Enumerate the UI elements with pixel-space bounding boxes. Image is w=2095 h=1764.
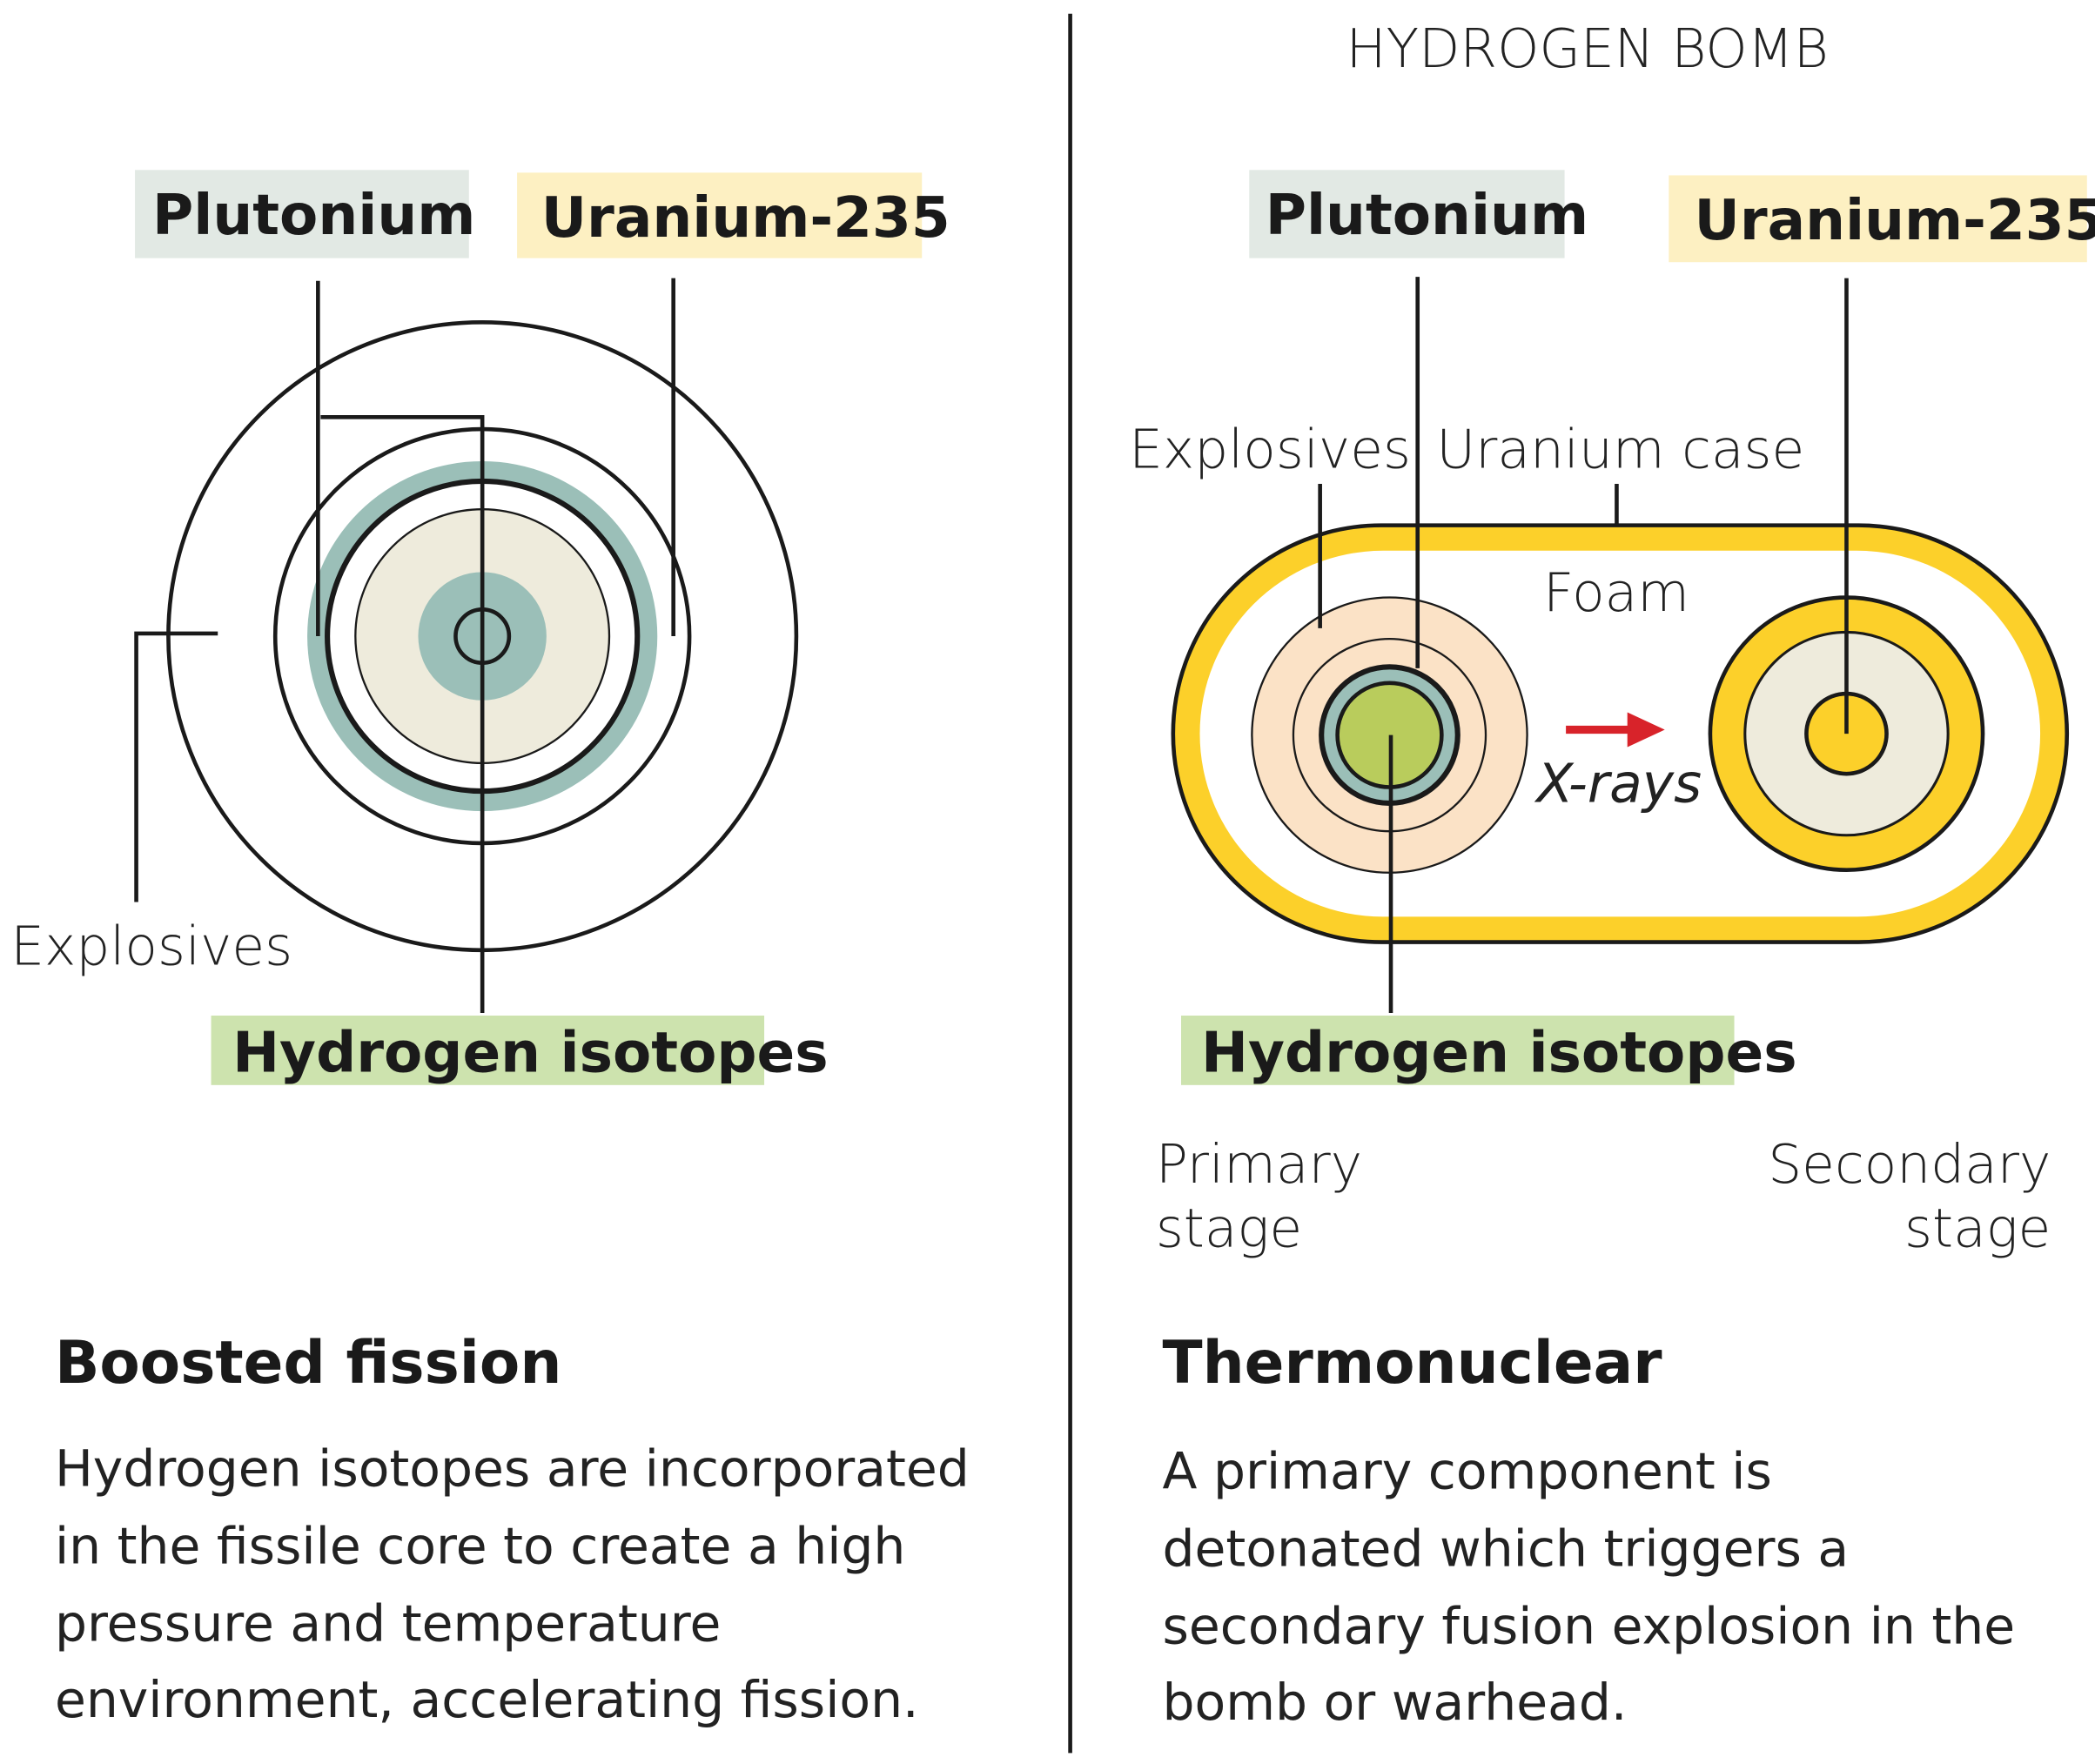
- label-primary-stage: stage: [1156, 1198, 1302, 1260]
- label-hydrogen-isotopes: Hydrogen isotopes: [1201, 1020, 1797, 1085]
- boosted-fission-diagram: Plutonium Uranium-235 Explosives Hydroge…: [10, 170, 970, 1729]
- label-explosives: Explosives: [1129, 419, 1411, 481]
- heading-thermonuclear: Thermonuclear: [1163, 1328, 1663, 1397]
- description-line: pressure and temperature: [55, 1593, 721, 1653]
- label-secondary-stage: Secondary: [1768, 1134, 2051, 1196]
- description-line: secondary fusion explosion in the: [1163, 1596, 2016, 1655]
- description-line: bomb or warhead.: [1163, 1673, 1628, 1732]
- label-explosives: Explosives: [10, 916, 292, 978]
- label-x-rays: X-rays: [1534, 753, 1702, 815]
- label-secondary-stage: stage: [1904, 1198, 2051, 1260]
- label-uranium-235: Uranium-235: [1694, 188, 2095, 253]
- title-hydrogen-bomb: HYDROGEN BOMB: [1346, 18, 1829, 80]
- description-line: Hydrogen isotopes are incorporated: [55, 1439, 970, 1498]
- label-hydrogen-isotopes: Hydrogen isotopes: [232, 1020, 829, 1085]
- xray-arrow-icon: [1566, 712, 1665, 748]
- label-uranium-case: Uranium case: [1436, 419, 1804, 481]
- description-line: detonated which triggers a: [1163, 1519, 1850, 1578]
- label-uranium-235: Uranium-235: [541, 185, 950, 251]
- description-line: in the fissile core to create a high: [55, 1516, 905, 1575]
- description-line: A primary component is: [1163, 1441, 1772, 1500]
- description-line: environment, accelerating fission.: [55, 1670, 919, 1729]
- heading-boosted-fission: Boosted fission: [55, 1328, 561, 1397]
- label-foam: Foam: [1543, 562, 1689, 624]
- label-plutonium: Plutonium: [152, 183, 475, 248]
- label-plutonium: Plutonium: [1266, 183, 1588, 248]
- label-primary-stage: Primary: [1156, 1134, 1362, 1196]
- thermonuclear-diagram: HYDROGEN BOMB Plutonium Uranium-235 Expl…: [1129, 18, 2095, 1732]
